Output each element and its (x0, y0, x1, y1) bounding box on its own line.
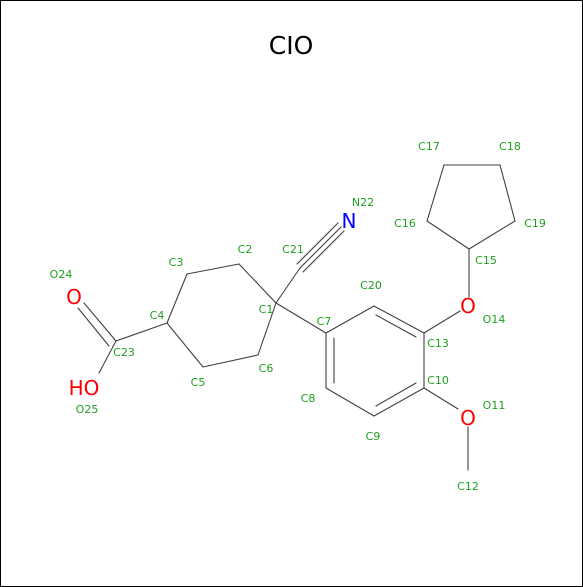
label-c4: C4 (150, 309, 165, 322)
bond-c23-o24-b (77, 307, 110, 347)
bond-c1-c2 (238, 263, 277, 304)
bond-c2-c3 (186, 263, 240, 275)
label-c7: C7 (317, 315, 332, 328)
label-n22: N22 (352, 196, 374, 209)
bond-c16-c17 (426, 164, 445, 222)
bond-c3-c4 (166, 273, 188, 324)
label-c10: C10 (427, 374, 449, 387)
label-c8: C8 (301, 392, 316, 405)
bond-c20-c13-inner (375, 314, 417, 338)
bond-c23-o24-a (83, 302, 117, 342)
bond-c6-c1 (257, 302, 277, 356)
bond-c10-c9-inner (375, 382, 417, 407)
bond-c20-c13 (373, 305, 425, 334)
bond-c4-c23 (115, 322, 168, 342)
bond-c21-n22-a (299, 226, 342, 269)
label-o11: O11 (483, 399, 506, 412)
atom-o14-symbol: O (460, 294, 476, 318)
bond-c1-c21 (275, 267, 301, 304)
atom-n22-symbol: N (342, 209, 357, 233)
atom-o11-symbol: O (460, 406, 476, 430)
label-c1: C1 (259, 303, 274, 316)
bond-c19-c15 (468, 220, 516, 250)
atom-o24-symbol: O (66, 285, 82, 309)
label-o14: O14 (483, 313, 506, 326)
label-o24: O24 (50, 268, 73, 281)
bond-c21-n22-c (302, 230, 345, 273)
label-c17: C17 (418, 140, 440, 153)
bond-c1-c7 (275, 302, 327, 334)
bond-c23-o25 (98, 340, 117, 374)
bonds (77, 164, 516, 471)
heteroatom-symbols: O HO N O O (66, 209, 476, 430)
molecule-title: CIO (269, 31, 314, 60)
atom-o25-symbol: HO (69, 376, 100, 400)
label-c3: C3 (169, 256, 184, 269)
bond-c21-n22-b (296, 222, 339, 265)
label-c19: C19 (524, 217, 546, 230)
atom-labels: C1 C2 C3 C4 C5 C6 C7 C8 C9 C10 O11 C12 C… (50, 140, 546, 493)
bond-c9-c8 (325, 387, 375, 417)
label-c5: C5 (191, 376, 206, 389)
label-c16: C16 (394, 217, 416, 230)
bond-c5-c6 (202, 354, 259, 368)
bond-c18-c19 (499, 164, 516, 222)
label-c15: C15 (475, 254, 497, 267)
label-c23: C23 (113, 346, 135, 359)
label-c9: C9 (366, 430, 381, 443)
bond-c13-o14 (423, 310, 461, 334)
label-c6: C6 (259, 362, 274, 375)
label-c18: C18 (499, 140, 521, 153)
label-o25: O25 (76, 403, 99, 416)
label-c20: C20 (360, 279, 382, 292)
bond-c15-c16 (426, 220, 470, 250)
bond-c10-o11 (423, 387, 459, 410)
label-c12: C12 (457, 480, 479, 493)
bond-c7-c20 (325, 305, 375, 334)
label-c13: C13 (427, 337, 449, 350)
label-c21: C21 (282, 243, 304, 256)
bond-c4-c5 (166, 322, 204, 368)
label-c2: C2 (238, 243, 253, 256)
bond-c10-c9 (373, 387, 425, 417)
